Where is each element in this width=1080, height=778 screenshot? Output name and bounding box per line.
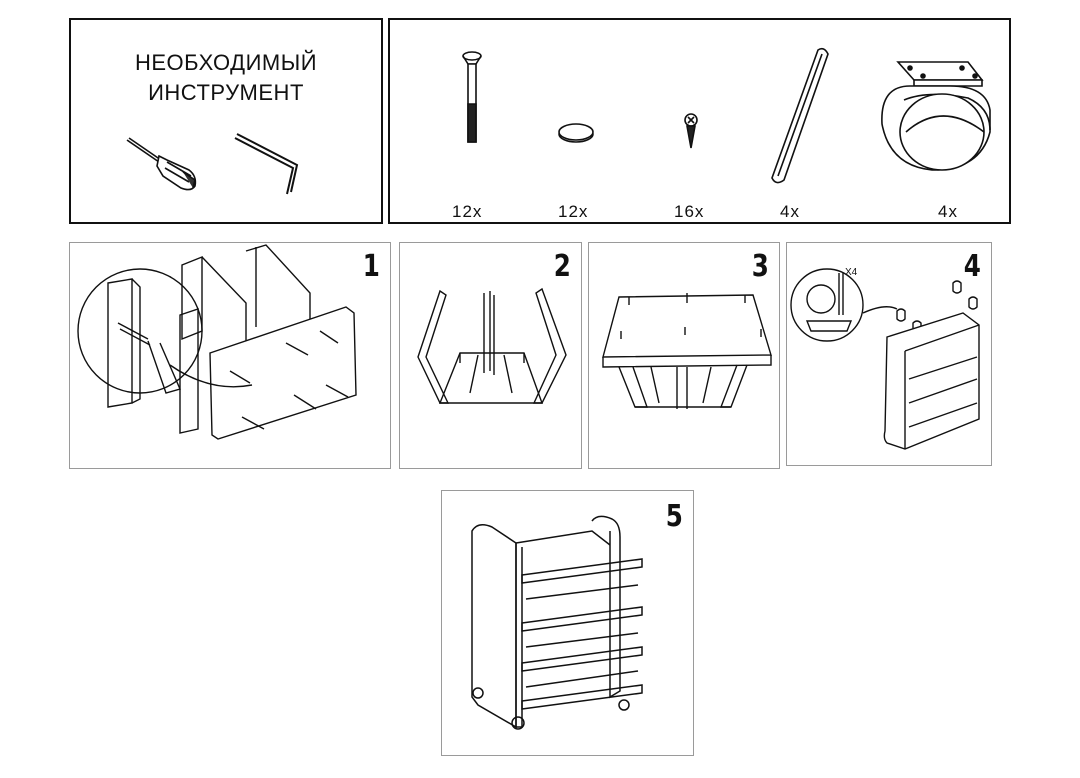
tools-title-line2: ИНСТРУМЕНТ xyxy=(148,80,304,105)
part-qty-screw: 16x xyxy=(674,202,705,221)
parts-drawing xyxy=(390,20,1013,226)
bolt-icon xyxy=(463,52,481,142)
part-qty-rod: 4x xyxy=(780,202,800,221)
step-1-number: 1 xyxy=(362,249,380,284)
step-3-drawing xyxy=(589,243,781,470)
step-2-number: 2 xyxy=(553,249,571,284)
tools-title: НЕОБХОДИМЫЙ ИНСТРУМЕНТ xyxy=(71,48,381,108)
step-5-number: 5 xyxy=(665,499,683,534)
step-3-panel: 3 xyxy=(588,242,780,469)
step-4-panel: 4 X4 xyxy=(786,242,992,466)
step-5-panel: 5 xyxy=(441,490,694,756)
cap-icon xyxy=(559,124,593,142)
part-qty-bolt: 12x xyxy=(452,202,483,221)
screw-icon xyxy=(685,114,697,148)
rod-icon xyxy=(772,49,828,183)
step-2-panel: 2 xyxy=(399,242,582,469)
tools-panel: НЕОБХОДИМЫЙ ИНСТРУМЕНТ xyxy=(69,18,383,224)
part-qty-caster: 4x xyxy=(938,202,958,221)
step-4-number: 4 xyxy=(963,249,981,284)
step-4-note: X4 xyxy=(845,267,858,278)
caster-icon xyxy=(882,62,990,170)
step-5-drawing xyxy=(442,491,695,757)
screwdriver-icon xyxy=(71,20,385,226)
tools-title-line1: НЕОБХОДИМЫЙ xyxy=(134,50,318,75)
step-3-number: 3 xyxy=(751,249,769,284)
step-2-drawing xyxy=(400,243,583,470)
parts-panel: 12x 12x 16x 4x 4x xyxy=(388,18,1011,224)
part-qty-cap: 12x xyxy=(558,202,589,221)
step-1-panel: 1 X6 xyxy=(69,242,391,469)
hex-key-icon xyxy=(71,20,385,226)
step-1-drawing xyxy=(70,243,392,470)
step-4-drawing xyxy=(787,243,993,467)
